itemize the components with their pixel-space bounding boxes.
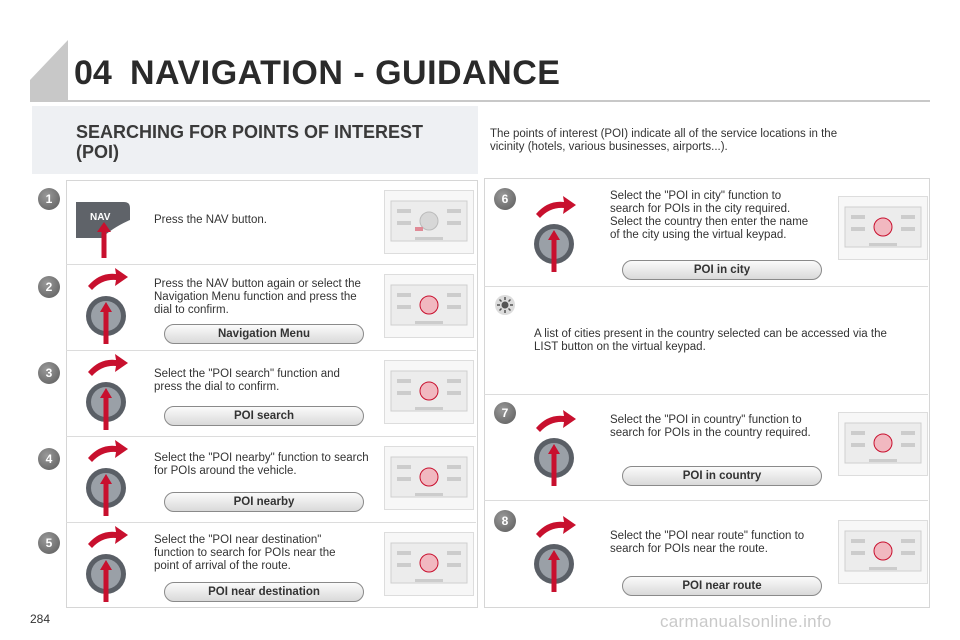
- rotary-dial-icon: [86, 440, 128, 516]
- row-divider: [66, 436, 476, 437]
- step-number: 5: [38, 532, 60, 554]
- row-divider: [66, 350, 476, 351]
- intro-text: The points of interest (POI) indicate al…: [490, 128, 838, 153]
- row-divider: [484, 500, 928, 501]
- radio-panel-thumbnail: [838, 520, 928, 584]
- step-number: 6: [494, 188, 516, 210]
- radio-panel-thumbnail: [838, 412, 928, 476]
- tip-text: A list of cities present in the country …: [534, 328, 887, 353]
- rotary-dial-icon: [534, 196, 576, 272]
- step-text: Press the NAV button again or select the…: [154, 278, 361, 316]
- step-number: 3: [38, 362, 60, 384]
- rotary-dial-icon: [86, 268, 128, 344]
- poi-search-button[interactable]: POI search: [164, 406, 364, 426]
- radio-panel-thumbnail: [384, 532, 474, 596]
- header-divider: [30, 100, 930, 102]
- step-number: 7: [494, 402, 516, 424]
- section-title: SEARCHING FOR POINTS OF INTEREST (POI): [76, 122, 424, 162]
- rotary-dial-icon: [86, 526, 128, 602]
- step-text: Select the "POI near destination" functi…: [154, 534, 336, 572]
- row-divider: [484, 286, 928, 287]
- poi-in-country-button[interactable]: POI in country: [622, 466, 822, 486]
- row-divider: [484, 394, 928, 395]
- sun-tip-icon: [495, 295, 515, 315]
- rotary-dial-icon: [534, 410, 576, 486]
- nav-label: NAV: [90, 212, 111, 223]
- nav-button-illustration: NAV: [72, 198, 132, 240]
- chapter-number: 04: [74, 54, 112, 92]
- step-text: Select the "POI nearby" function to sear…: [154, 452, 369, 477]
- rotary-dial-icon: [86, 354, 128, 430]
- radio-panel-thumbnail: [838, 196, 928, 260]
- step-number: 2: [38, 276, 60, 298]
- radio-panel-thumbnail: [384, 274, 474, 338]
- page-number: 284: [30, 612, 51, 626]
- poi-near-destination-button[interactable]: POI near destination: [164, 582, 364, 602]
- step-number: 8: [494, 510, 516, 532]
- poi-in-city-button[interactable]: POI in city: [622, 260, 822, 280]
- radio-panel-thumbnail: [384, 446, 474, 510]
- radio-panel-thumbnail: [384, 360, 474, 424]
- watermark: carmanualsonline.info: [660, 612, 832, 631]
- step-text: Select the "POI in country" function to …: [610, 414, 811, 439]
- page-title: NAVIGATION - GUIDANCE: [130, 54, 561, 92]
- poi-nearby-button[interactable]: POI nearby: [164, 492, 364, 512]
- rotary-dial-icon: [534, 516, 576, 592]
- radio-panel-thumbnail: [384, 190, 474, 254]
- step-number: 4: [38, 448, 60, 470]
- row-divider: [66, 264, 476, 265]
- section-title-box: [32, 106, 478, 174]
- step-text: Press the NAV button.: [154, 214, 267, 226]
- poi-near-route-button[interactable]: POI near route: [622, 576, 822, 596]
- chapter-tab-shape: [30, 40, 68, 102]
- step-number: 1: [38, 188, 60, 210]
- row-divider: [66, 522, 476, 523]
- press-arrow-icon: [97, 222, 111, 258]
- step-text: Select the "POI search" function and pre…: [154, 368, 340, 393]
- step-text: Select the "POI near route" function to …: [610, 530, 805, 555]
- navigation-menu-button[interactable]: Navigation Menu: [164, 324, 364, 344]
- step-text: Select the "POI in city" function to sea…: [610, 190, 809, 241]
